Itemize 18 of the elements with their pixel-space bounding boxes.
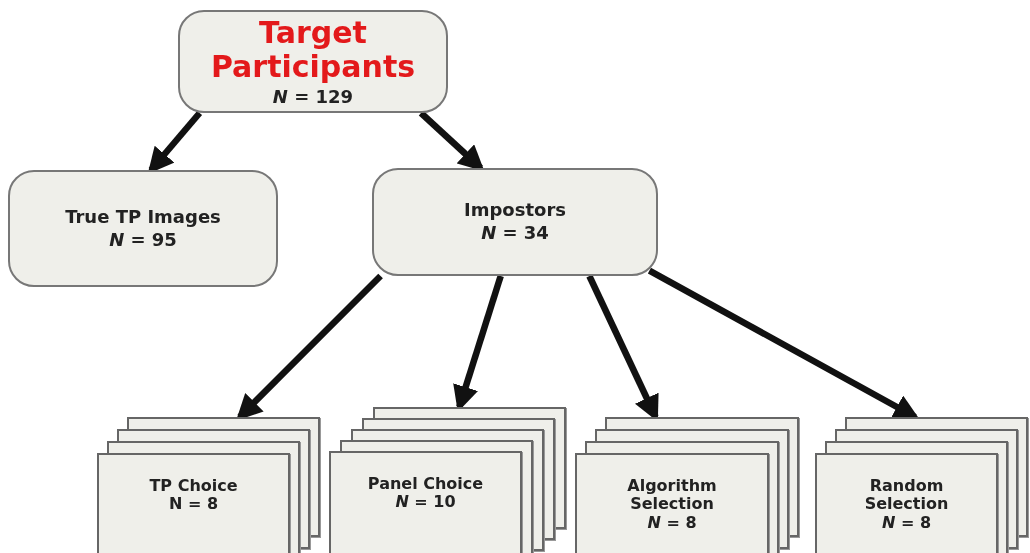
arrow: [647, 267, 920, 420]
card-title: TP Choice: [149, 477, 238, 496]
count-label: N = 8: [881, 513, 932, 533]
count-label: N = 129: [272, 86, 354, 108]
card-title: Panel Choice: [367, 475, 484, 494]
count-label: N = 34: [481, 223, 549, 244]
box-title: True TP Images: [65, 206, 221, 228]
card-title: Random Selection: [863, 477, 950, 514]
count-label: N = 95: [109, 229, 177, 251]
rounded-box: [372, 168, 658, 276]
count-label: N = 10: [395, 493, 456, 512]
rounded-box: [8, 170, 278, 287]
card-title: Algorithm Selection: [626, 477, 718, 514]
box-title: Target Participants: [209, 15, 417, 85]
rounded-box: [178, 10, 448, 113]
count-label: N = 8: [168, 495, 219, 514]
box-title: Impostors: [464, 200, 566, 221]
count-label: N = 8: [647, 513, 697, 533]
